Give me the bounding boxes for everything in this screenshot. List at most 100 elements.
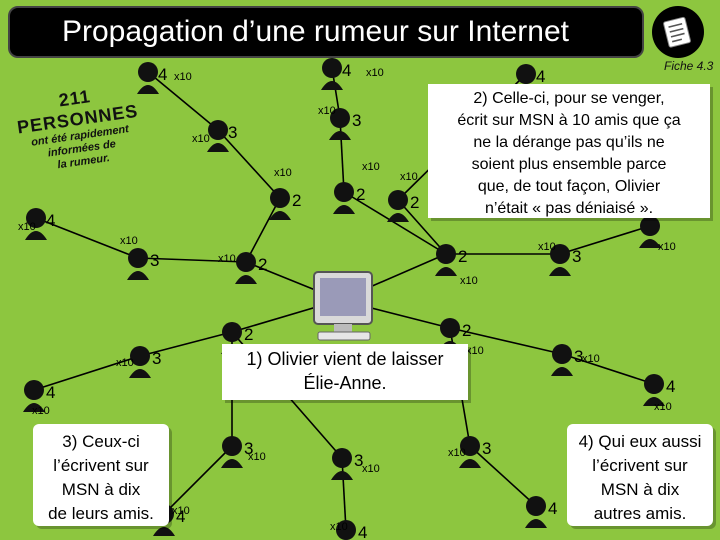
callout-step-2: 2) Celle-ci, pour se venger, écrit sur M… — [428, 84, 710, 218]
person-head — [236, 252, 256, 272]
person-shoulders — [639, 239, 661, 248]
computer-keyboard — [317, 331, 371, 341]
node-multiplier-label: x10 — [218, 253, 236, 265]
node-level-label: 4 — [46, 383, 55, 402]
callout-line: 3) Ceux-ci — [62, 432, 140, 451]
person-node — [333, 182, 355, 214]
callout-line: ne la dérange pas qu’ils ne — [473, 134, 665, 151]
callout-line: 1) Olivier vient de laisser — [246, 349, 444, 369]
computer-icon — [313, 271, 373, 341]
node-level-label: 3 — [152, 349, 161, 368]
node-multiplier-label: x10 — [18, 221, 36, 233]
callout-line: soient plus ensemble parce — [471, 156, 667, 173]
person-shoulders — [333, 205, 355, 214]
person-shoulders — [207, 143, 229, 152]
person-node — [387, 190, 409, 222]
node-level-label: 2 — [356, 185, 365, 204]
callout-line: 4) Qui eux aussi — [578, 432, 702, 451]
computer-screen — [320, 278, 366, 316]
person-node — [137, 62, 159, 94]
person-node — [331, 448, 353, 480]
callout-line: autres amis. — [593, 504, 687, 523]
person-shoulders — [435, 267, 457, 276]
callout-line: n’était « pas déniaisé ». — [484, 200, 654, 217]
person-shoulders — [23, 403, 45, 412]
callout-line: écrit sur MSN à 10 amis que ça — [457, 112, 681, 129]
node-multiplier-label: x10 — [448, 447, 466, 459]
connection-line — [339, 117, 345, 193]
callout-line: que, de tout façon, Olivier — [477, 178, 661, 195]
node-level-label: 3 — [228, 123, 237, 142]
connection-line — [561, 353, 655, 385]
connection-line — [33, 355, 141, 391]
node-level-label: 4 — [342, 61, 351, 80]
page-title: Propagation d’une rumeur sur Internet — [62, 15, 569, 48]
connection-line — [147, 71, 219, 131]
node-level-label: 2 — [462, 321, 471, 340]
node-multiplier-label: x10 — [460, 275, 478, 287]
person-head — [516, 64, 536, 84]
person-head — [24, 380, 44, 400]
person-shoulders — [25, 231, 47, 240]
node-multiplier-label: x10 — [248, 451, 266, 463]
person-shoulders — [643, 397, 665, 406]
person-head — [222, 436, 242, 456]
node-multiplier-label: x10 — [582, 353, 600, 365]
node-multiplier-label: x10 — [366, 67, 384, 79]
node-multiplier-label: x10 — [538, 241, 556, 253]
person-node — [207, 120, 229, 152]
person-shoulders — [269, 211, 291, 220]
person-head — [640, 216, 660, 236]
person-head — [552, 344, 572, 364]
connection-line — [341, 457, 347, 531]
person-head — [460, 436, 480, 456]
connection-line — [559, 225, 651, 255]
person-head — [526, 496, 546, 516]
callout-line: l’écrivent sur — [592, 456, 688, 475]
person-node — [639, 216, 661, 248]
node-multiplier-label: x10 — [466, 345, 484, 357]
callout-step-1: 1) Olivier vient de laisser Élie-Anne. — [222, 344, 468, 400]
person-shoulders — [387, 213, 409, 222]
connection-line — [397, 199, 447, 255]
person-node — [23, 380, 45, 412]
node-level-label: 3 — [574, 347, 583, 366]
node-level-label: 3 — [244, 439, 253, 458]
person-shoulders — [549, 267, 571, 276]
connection-line — [245, 197, 281, 263]
node-level-label: 4 — [358, 523, 367, 540]
node-multiplier-label: x10 — [120, 235, 138, 247]
node-multiplier-label: x10 — [174, 71, 192, 83]
person-node — [129, 346, 151, 378]
fiche-label: Fiche 4.3 — [664, 59, 714, 73]
node-multiplier-label: x10 — [362, 463, 380, 475]
person-node — [235, 252, 257, 284]
person-node — [321, 58, 343, 90]
person-head — [128, 248, 148, 268]
person-head — [130, 346, 150, 366]
computer-stand — [334, 324, 352, 332]
node-level-label: 2 — [292, 191, 301, 210]
callout-step-3: 3) Ceux-ci l’écrivent sur MSN à dix de l… — [33, 424, 169, 526]
connection-line — [163, 445, 233, 515]
person-shoulders — [525, 519, 547, 528]
node-multiplier-label: x10 — [658, 241, 676, 253]
person-shoulders — [459, 459, 481, 468]
connection-line — [469, 445, 537, 507]
node-multiplier-label: x10 — [274, 167, 292, 179]
person-head — [550, 244, 570, 264]
person-node — [221, 436, 243, 468]
node-multiplier-label: x10 — [400, 171, 418, 183]
node-level-label: 3 — [572, 247, 581, 266]
person-shoulders — [137, 85, 159, 94]
node-multiplier-label: x10 — [32, 405, 50, 417]
connection-line — [449, 327, 563, 355]
person-shoulders — [127, 271, 149, 280]
person-node — [127, 248, 149, 280]
person-head — [440, 318, 460, 338]
person-head — [436, 244, 456, 264]
person-shoulders — [551, 367, 573, 376]
node-level-label: 2 — [410, 193, 419, 212]
